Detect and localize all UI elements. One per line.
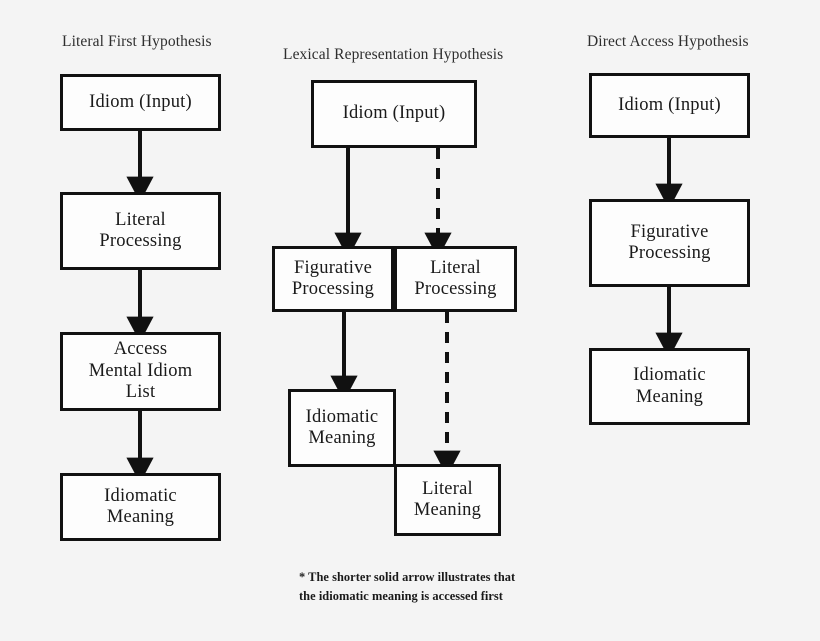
node-label: Idiom (Input) — [89, 91, 192, 112]
column-title-direct-access-hypothesis: Direct Access Hypothesis — [587, 33, 749, 50]
node-label: Idiom (Input) — [618, 94, 721, 115]
column-title-literal-first-hypothesis: Literal First Hypothesis — [62, 33, 212, 50]
footnote-text: * The shorter solid arrow illustrates th… — [299, 570, 516, 603]
column-title-lexical-representation-hypothesis: Lexical Representation Hypothesis — [283, 46, 504, 63]
node-da-idiom-input[interactable]: Idiom (Input) — [589, 73, 750, 138]
node-label: Idiom (Input) — [342, 103, 446, 124]
node-lf-idiom-input[interactable]: Idiom (Input) — [60, 74, 221, 131]
node-lr-idiom-input[interactable]: Idiom (Input) — [311, 80, 477, 148]
